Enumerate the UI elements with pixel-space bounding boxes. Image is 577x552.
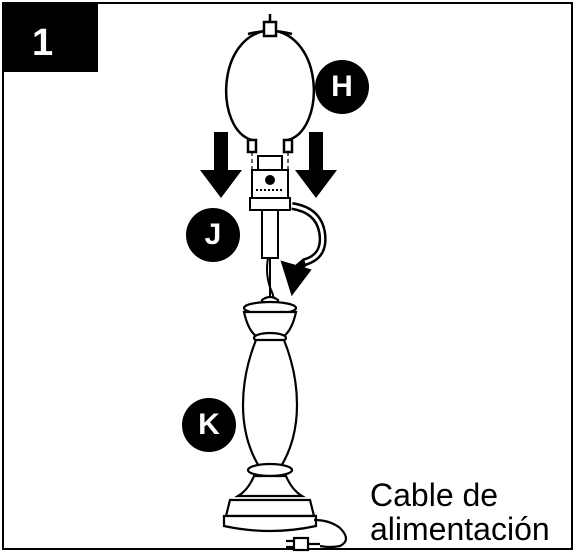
down-arrow-right [295,132,337,198]
part-label-j: J [186,208,240,262]
part-label-h: H [315,60,369,114]
down-arrow-left [200,132,242,198]
part-label-k: K [182,398,236,452]
lamp-socket [249,155,291,301]
lamp-base [222,295,318,533]
power-cord-label: Cable de alimentación [370,478,550,546]
lamp-harp [224,14,316,154]
power-cord-label-line1: Cable de [370,477,499,513]
step-number: 1 [2,2,98,72]
power-cord [286,518,348,552]
power-cord-label-line2: alimentación [370,511,550,547]
twist-arrow [280,202,327,297]
